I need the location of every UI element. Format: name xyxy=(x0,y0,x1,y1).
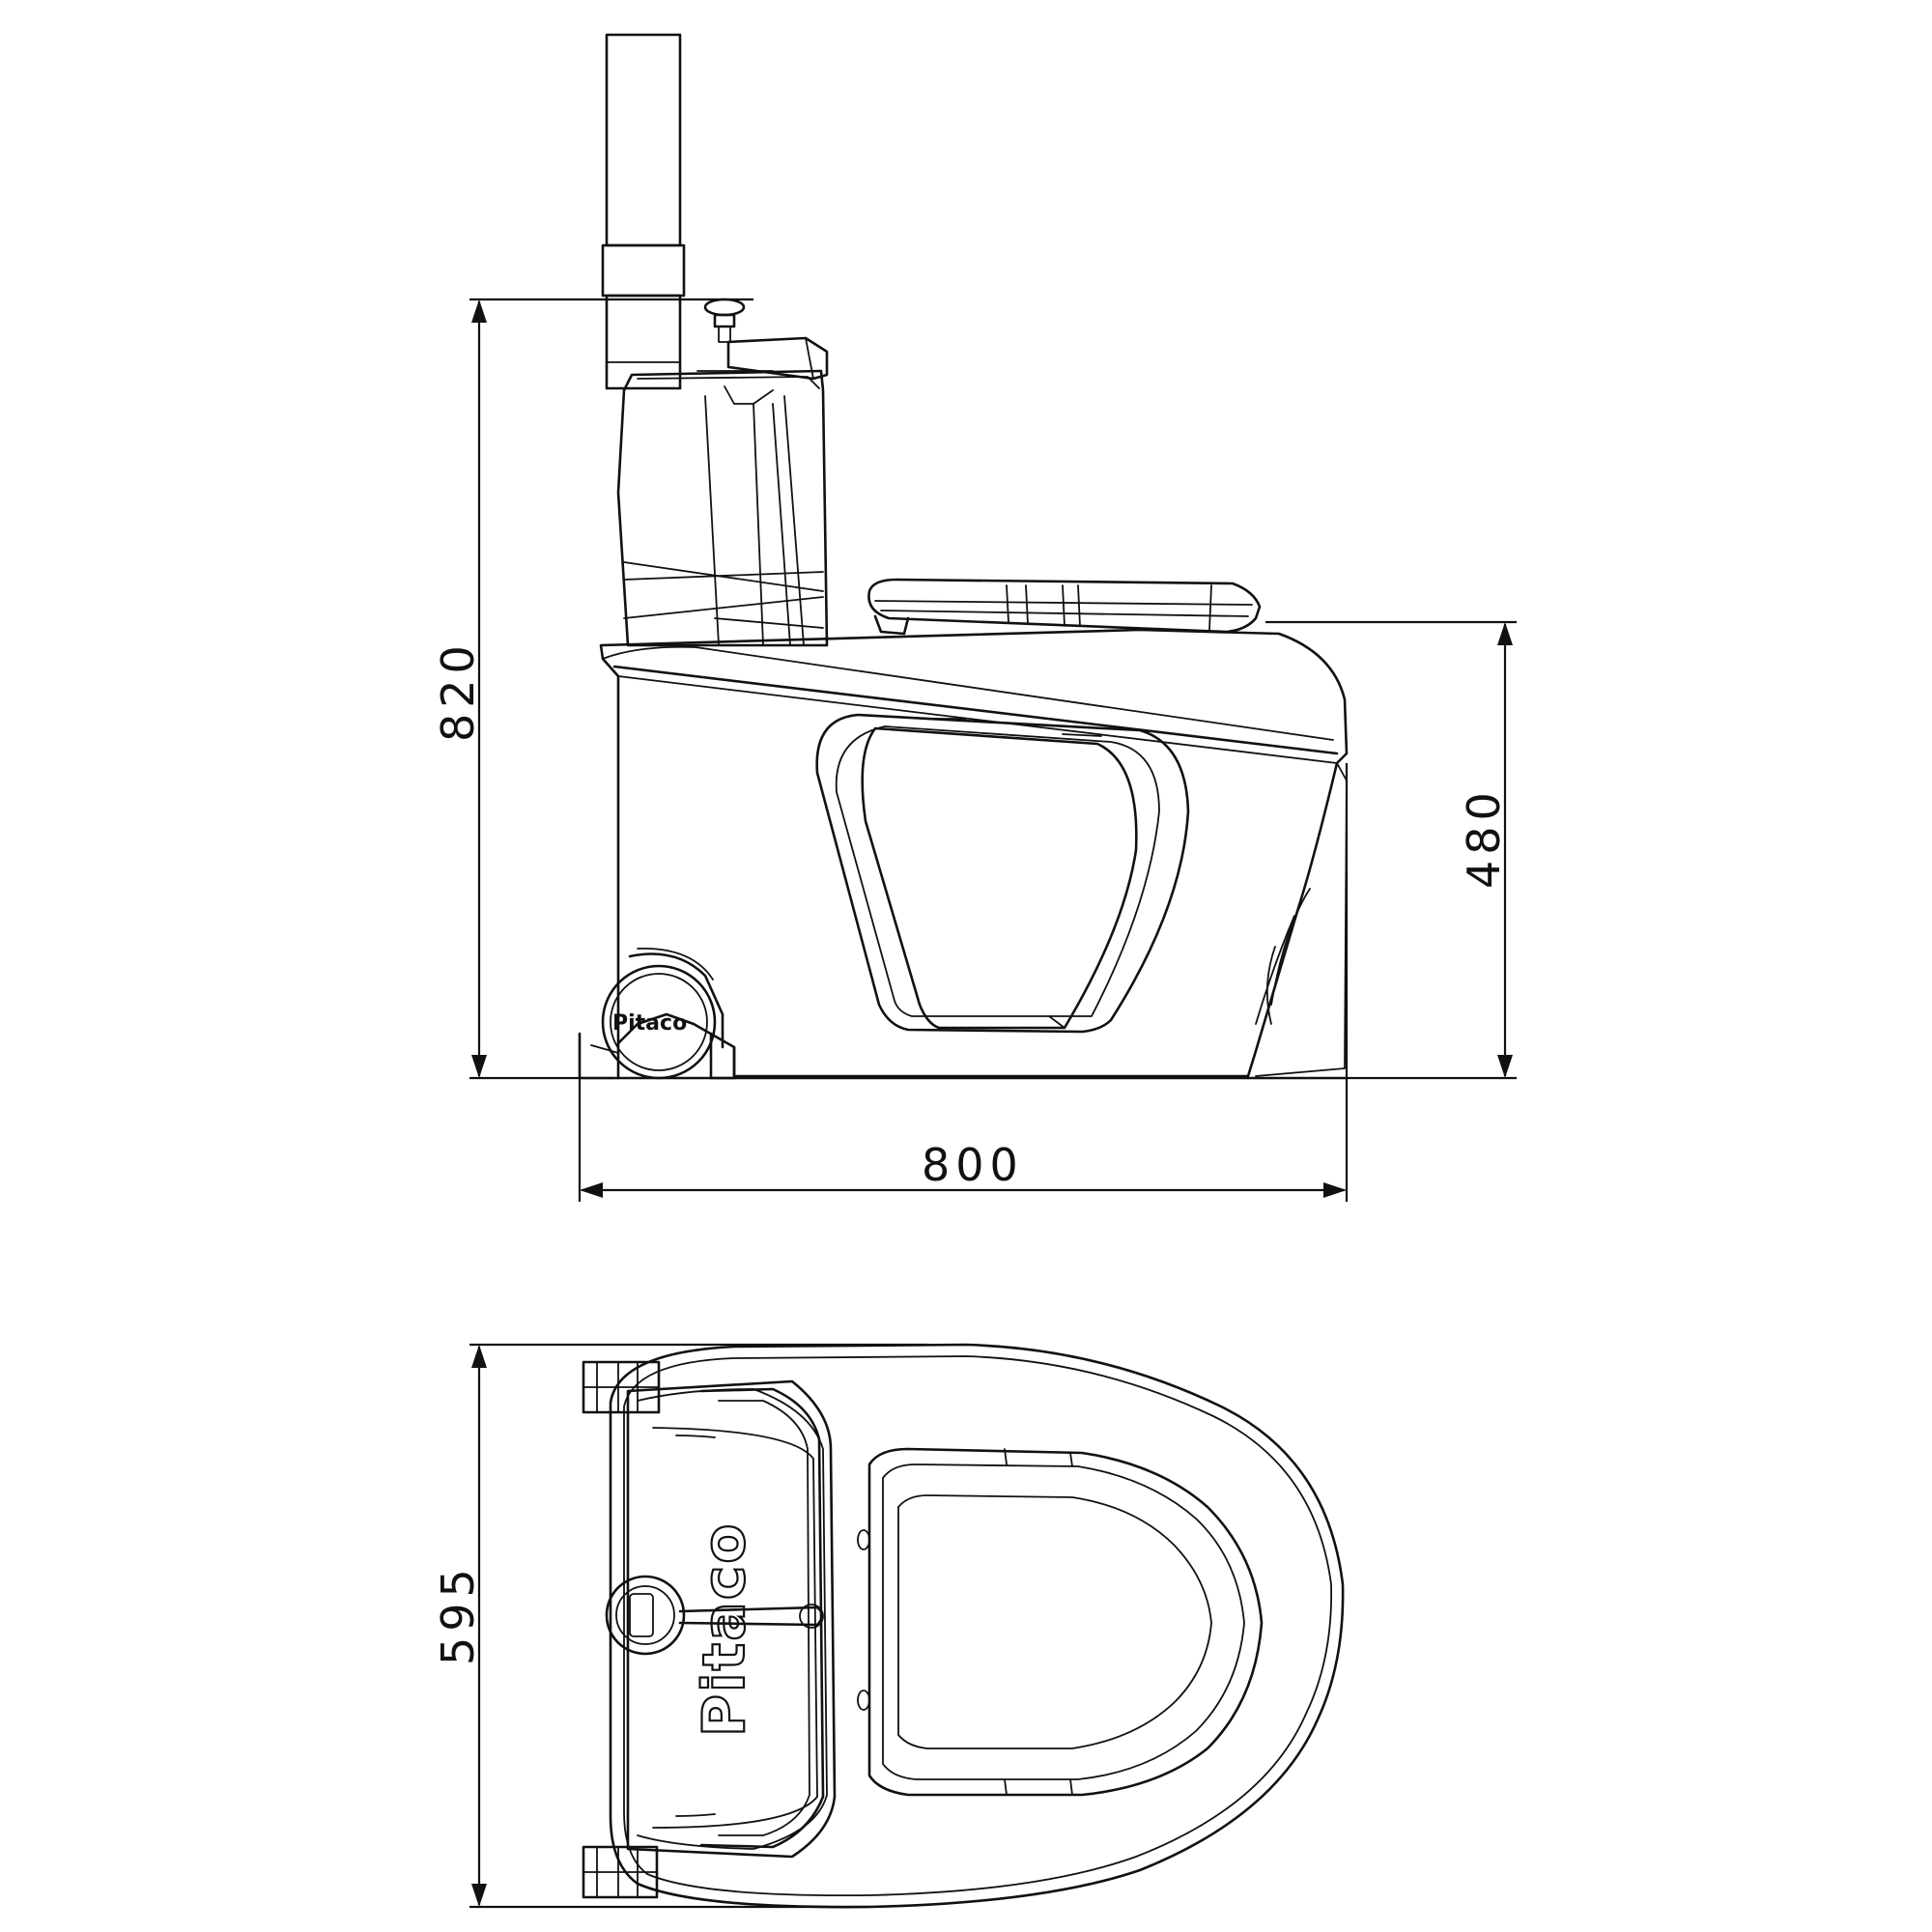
top-logo: Pitaco xyxy=(691,1522,758,1738)
wheel: Pitaco xyxy=(578,948,736,1080)
dimension-total-height-label: 820 xyxy=(432,639,484,742)
side-window xyxy=(815,713,1190,1034)
seat-top xyxy=(857,1447,1264,1797)
dimension-width: 595 xyxy=(432,1343,927,1909)
dimension-seat-height: 480 xyxy=(1265,620,1517,1080)
vent-pipe xyxy=(601,33,686,390)
seat-lid xyxy=(867,578,1262,636)
mixer-handle xyxy=(696,298,829,381)
container-tank xyxy=(616,369,829,647)
dimension-length-label: 800 xyxy=(922,1139,1024,1191)
wheel-logo: Pitaco xyxy=(612,1011,687,1036)
top-view: Pitaco xyxy=(432,1343,1345,1909)
dimension-total-height: 820 xyxy=(432,298,753,1080)
outer-outline xyxy=(609,1343,1345,1909)
dimension-width-label: 595 xyxy=(432,1563,484,1665)
side-view: Pitaco 820 480 800 xyxy=(432,33,1517,1202)
vent-hole xyxy=(605,1575,824,1656)
dimension-length: 800 xyxy=(578,763,1349,1202)
dimension-seat-height-label: 480 xyxy=(1458,786,1510,889)
wheels-top xyxy=(582,1360,661,1899)
